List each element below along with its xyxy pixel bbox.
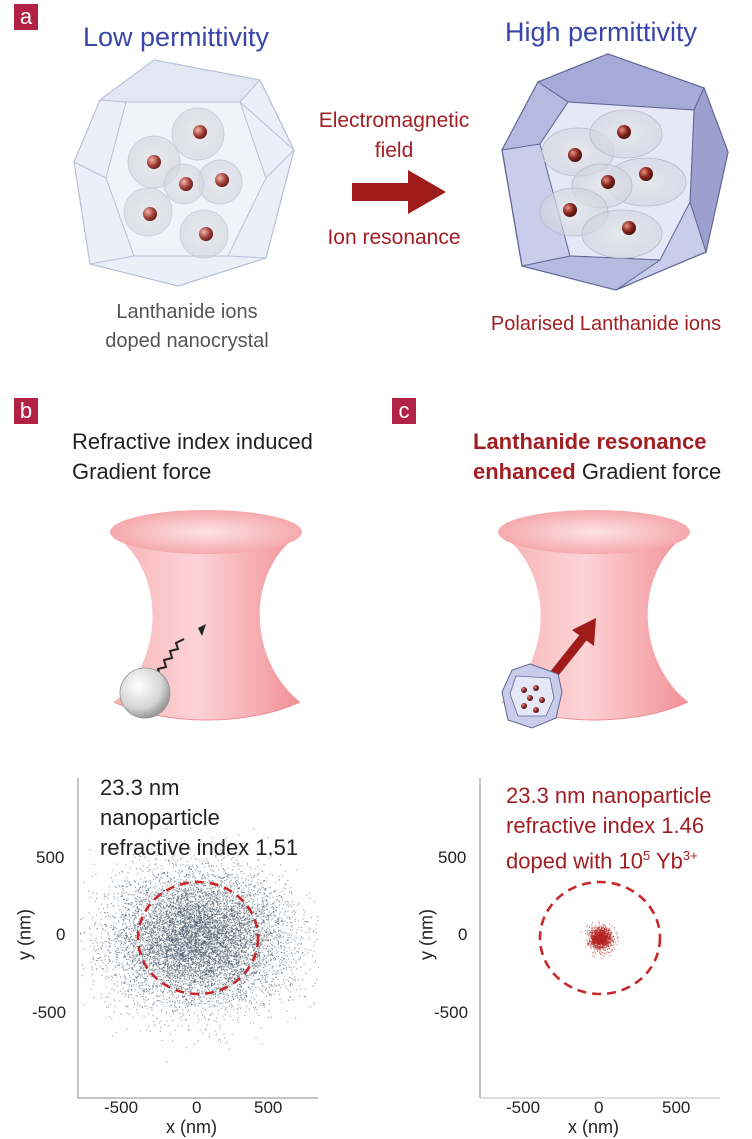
em-field-label-line2: field xyxy=(374,139,414,162)
plot-b-xtick-500: 500 xyxy=(254,1098,283,1117)
panel-b-title-line2: Gradient force xyxy=(72,459,212,484)
plot-c-ion-text: Yb xyxy=(650,848,683,874)
plot-b-ytick-0: 0 xyxy=(56,925,66,944)
plot-b-ylabel: y (nm) xyxy=(14,909,35,960)
panel-label-a: a xyxy=(14,4,38,30)
plot-c-xtick-neg500: -500 xyxy=(506,1098,541,1117)
low-permittivity-title: Low permittivity xyxy=(83,22,270,52)
reference-ellipse xyxy=(136,880,260,996)
ion-resonance-label: Ion resonance xyxy=(327,226,461,249)
high-permittivity-nanocrystal xyxy=(501,53,729,291)
high-permittivity-title: High permittivity xyxy=(505,17,698,47)
plot-c-ytick-500: 500 xyxy=(438,848,467,867)
plot-c-xlabel: x (nm) xyxy=(568,1117,619,1137)
panel-b-title-line1: Refractive index induced xyxy=(72,429,313,454)
polarised-ion-cloud-group xyxy=(539,109,687,259)
plot-b-xtick-neg500: -500 xyxy=(104,1098,139,1117)
plot-c-exponent: 5 xyxy=(643,848,651,863)
low-permittivity-nanocrystal xyxy=(73,59,295,287)
plot-c-ytick-0: 0 xyxy=(458,925,468,944)
right-caption: Polarised Lanthanide ions xyxy=(490,313,722,335)
dielectric-sphere xyxy=(119,667,171,719)
ion-cloud-group xyxy=(123,107,243,259)
plot-b-xtick-0: 0 xyxy=(192,1098,202,1117)
panel-c-title-bold: enhanced xyxy=(473,459,576,484)
plot-c-xtick-0: 0 xyxy=(594,1098,604,1117)
right-arrow-icon xyxy=(352,170,446,214)
scatter-plot-b xyxy=(77,778,319,1099)
plot-c-ylabel: y (nm) xyxy=(416,909,437,960)
scatter-plot-c xyxy=(479,778,720,1099)
plot-b-ytick-neg500: -500 xyxy=(32,1003,67,1022)
force-arrow-icon xyxy=(550,618,596,677)
plot-c-annotation-line3: doped with 105 Yb3+ xyxy=(506,841,698,876)
plot-b-xlabel: x (nm) xyxy=(166,1117,217,1137)
scatter-points xyxy=(79,827,319,1063)
plot-b-ytick-500: 500 xyxy=(36,848,65,867)
plot-c-annotation-line2: refractive index 1.46 xyxy=(506,813,705,838)
plot-c-annotation-line1: 23.3 nm nanoparticle xyxy=(506,783,712,808)
panel-c-title-rest: Gradient force xyxy=(575,459,722,484)
panel-label-b: b xyxy=(14,398,38,424)
left-caption-line1: Lanthanide ions xyxy=(116,301,258,323)
plot-c-xtick-500: 500 xyxy=(662,1098,691,1117)
em-field-label-line1: Electromagnetic xyxy=(318,109,470,132)
panel-c-title-line2: enhanced Gradient force xyxy=(473,457,721,487)
plot-c-charge: 3+ xyxy=(682,848,698,863)
scatter-points xyxy=(580,920,619,959)
plot-b-annotation-line1: 23.3 nm xyxy=(100,775,180,800)
panel-c-title-line1: Lanthanide resonance xyxy=(473,429,707,454)
plot-c-doped-text: doped with 10 xyxy=(506,848,643,874)
doped-nanocrystal-small xyxy=(501,663,563,729)
reference-ellipse xyxy=(538,880,662,996)
panel-label-c: c xyxy=(392,398,416,424)
plot-b-annotation-line2: nanoparticle xyxy=(100,805,220,830)
left-caption-line2: doped nanocrystal xyxy=(105,330,269,352)
plot-c-ytick-neg500: -500 xyxy=(434,1003,469,1022)
